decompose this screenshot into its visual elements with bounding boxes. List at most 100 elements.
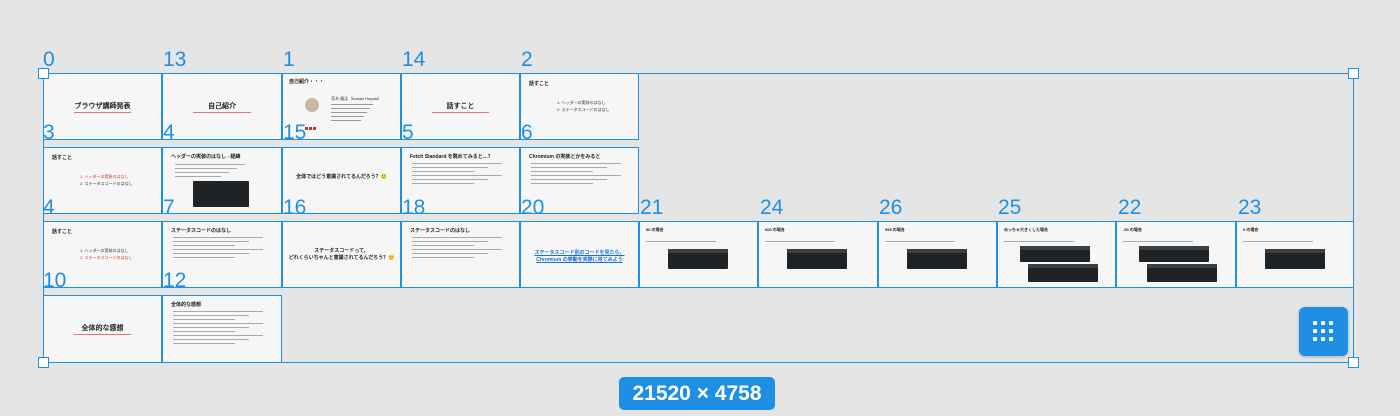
slide-frame[interactable]: 全体的な感想 (43, 295, 162, 363)
text-line (412, 249, 502, 250)
text-line (531, 171, 593, 172)
text-line (412, 163, 502, 164)
text-line (412, 175, 502, 176)
slide-frame[interactable]: -50 の場合 (1116, 221, 1236, 288)
frame-number-label: 25 (998, 196, 1022, 219)
text-line (331, 108, 370, 109)
text-line (1123, 241, 1193, 242)
slide-title: Fetch Standard を眺めてみると…？ (410, 154, 493, 160)
text-line (412, 167, 488, 168)
slide-title: ヘッダーの実装のはなし - 経緯 (171, 154, 241, 160)
text-line (175, 168, 237, 169)
slide-frame[interactable]: めっちゃ大きくした場合 (997, 221, 1116, 288)
text-line (885, 241, 955, 242)
text-line (175, 164, 245, 165)
devtools-screenshot (1139, 246, 1209, 262)
frame-number-label: 4 (43, 196, 55, 219)
title-underline (74, 334, 131, 335)
slide-frame[interactable]: ステータスコード別のコードを見たら、 Chromium の挙動を実際に見てみよう (520, 221, 639, 288)
devtools-tabbar (1028, 264, 1098, 268)
frame-number-label: 5 (402, 121, 414, 144)
frame-number-label: 13 (163, 48, 187, 71)
text-line (412, 183, 474, 184)
text-line (173, 335, 263, 336)
text-line (412, 179, 488, 180)
text-line (173, 311, 263, 312)
slide-frame[interactable]: Chromium の実装とかをみると (520, 147, 639, 214)
text-line (175, 172, 229, 173)
frame-number-label: 12 (163, 269, 187, 292)
text-line (1243, 241, 1313, 242)
devtools-screenshot (787, 249, 847, 269)
text-line (531, 167, 607, 168)
devtools-tabbar (1265, 249, 1325, 253)
slide-title: 50 の場合 (646, 227, 664, 232)
slide-frame[interactable]: ステータスコードって、 どれくらいちゃんと意識されてるんだろう？😊 (282, 221, 401, 288)
slide-frame[interactable]: 全体ではどう意識されてるんだろう？😊 (282, 147, 401, 214)
frame-number-label: 26 (879, 196, 903, 219)
list-line: 2. ステータスコードのはなし (80, 255, 133, 260)
selection-dimensions-badge: 21520 × 4758 (619, 377, 775, 410)
text-line (173, 319, 235, 320)
devtools-tabbar (668, 249, 728, 253)
slide-title: ステータスコードのはなし (171, 228, 232, 234)
slide-frame[interactable]: ブラウザ講師発表 (43, 73, 162, 140)
text-line (173, 241, 249, 242)
text-line (531, 163, 621, 164)
slide-title: 全体ではどう意識されてるんだろう？😊 (296, 174, 387, 180)
slide-frame[interactable]: 50 の場合 (639, 221, 758, 288)
text-line (173, 315, 249, 316)
selection-handle-top-right[interactable] (1348, 68, 1359, 79)
text-line (1004, 241, 1074, 242)
slide-frame[interactable]: 599 の場合 (878, 221, 997, 288)
devtools-tabbar (1147, 264, 1217, 268)
selection-handle-bottom-left[interactable] (38, 357, 49, 368)
text-line (412, 171, 474, 172)
slide-title: 600 の場合 (765, 227, 785, 232)
list-line: 1. ヘッダーの実装のはなし (557, 100, 606, 105)
selection-handle-top-left[interactable] (38, 68, 49, 79)
text-line (331, 120, 361, 121)
slide-frame[interactable]: 0 の場合 (1236, 221, 1354, 288)
slide-title: ステータスコードのはなし (410, 228, 471, 234)
slide-frame[interactable]: 話すこと (401, 73, 520, 140)
slide-title: 話すこと (446, 103, 475, 110)
text-line (531, 175, 621, 176)
list-line: 2. ステータスコードのはなし (557, 107, 610, 112)
slide-frame[interactable]: 全体的な感想 (162, 295, 282, 363)
list-line: 1. ヘッダーの実装のはなし (80, 174, 129, 179)
text-line (173, 257, 235, 258)
slide-frame[interactable]: ステータスコードのはなし (162, 221, 282, 288)
frame-number-label: 16 (283, 196, 307, 219)
devtools-tabbar (787, 249, 847, 253)
devtools-screenshot (1020, 246, 1090, 262)
slide-title: 599 の場合 (885, 227, 905, 232)
frame-number-label: 18 (402, 196, 426, 219)
selection-handle-bottom-right[interactable] (1348, 357, 1359, 368)
frame-number-label: 22 (1118, 196, 1142, 219)
frame-number-label: 23 (1238, 196, 1262, 219)
slide-frame[interactable]: 600 の場合 (758, 221, 878, 288)
slide-frame[interactable]: 自己紹介・・・茨木 颯汰（Ibaraki Hayata） (282, 73, 401, 140)
text-line (173, 327, 249, 328)
slide-frame[interactable]: Fetch Standard を眺めてみると…？ (401, 147, 520, 214)
text-line (646, 241, 716, 242)
slide-frame[interactable]: ヘッダーの実装のはなし - 経緯 (162, 147, 282, 214)
title-underline (74, 112, 131, 113)
title-underline (432, 112, 489, 113)
grid-view-button[interactable] (1299, 307, 1348, 356)
slide-title: ステータスコードって、 どれくらいちゃんと意識されてるんだろう？😊 (288, 248, 395, 261)
text-line (173, 331, 235, 332)
slide-frame[interactable]: 自己紹介 (162, 73, 282, 140)
slide-frame[interactable]: ステータスコードのはなし (401, 221, 520, 288)
slide-title: 全体的な感想 (171, 302, 202, 308)
devtools-tabbar (907, 249, 967, 253)
slide-link-title[interactable]: ステータスコード別のコードを見たら、 Chromium の挙動を実際に見てみよう (534, 250, 625, 263)
text-line (412, 257, 474, 258)
frame-number-label: 10 (43, 269, 67, 292)
frame-number-label: 4 (163, 121, 175, 144)
